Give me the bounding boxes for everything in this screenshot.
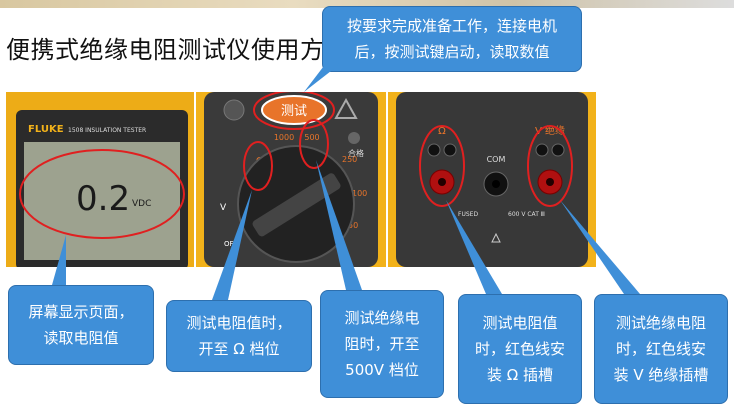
- warning-triangle-icon: [334, 97, 358, 119]
- callout-top-pointer: [304, 58, 340, 92]
- cat-label: 600 V CAT Ⅲ: [508, 211, 545, 218]
- fused-label: FUSED: [458, 211, 478, 218]
- ohm-jack-highlight: [419, 125, 465, 207]
- callout-500v-line3: 500V 档位: [345, 361, 419, 379]
- meter-reading: 0.2: [76, 179, 130, 219]
- meter-unit: VDC: [132, 199, 151, 209]
- pointer-2: [212, 190, 252, 300]
- pass-indicator: [348, 132, 360, 144]
- dial-1000: 1000: [274, 133, 294, 142]
- dial-500: 500: [304, 133, 319, 142]
- pointer-5: [560, 200, 640, 294]
- callout-top-line2: 后，按测试键启动，读取数值: [354, 43, 550, 61]
- v-jack-highlight: [527, 125, 573, 207]
- pointer-1: [52, 235, 66, 285]
- callout-ohm-range: 测试电阻值时， 开至 Ω 档位: [166, 300, 312, 372]
- dial-100: 100: [352, 189, 367, 198]
- callout-v-jack: 测试绝缘电阻 时，红色线安 装 V 绝缘插槽: [594, 294, 728, 404]
- top-image-strip: [0, 0, 734, 8]
- callout-vjack-line2: 时，红色线安: [615, 340, 706, 358]
- photo-input-jacks: Ω COM V 绝缘 FUSED 600 V CAT Ⅲ: [388, 92, 596, 267]
- photo-meter-display: FLUKE 1508 INSULATION TESTER 0.2 VDC: [6, 92, 194, 267]
- light-icon: [223, 99, 245, 121]
- test-button-label: 测试: [281, 104, 307, 119]
- dial-v-label: V: [220, 203, 227, 213]
- callout-ohmjack-line1: 测试电阻值: [482, 314, 558, 332]
- callout-ohm-line1: 测试电阻值时，: [186, 314, 292, 332]
- test-highlight-circle: [253, 92, 335, 130]
- page-title: 便携式绝缘电阻测试仪使用方法：: [6, 36, 374, 64]
- jack-com-label: COM: [487, 155, 506, 164]
- callout-500v-line2: 阻时，开至: [344, 335, 420, 353]
- callout-vjack-line1: 测试绝缘电阻: [615, 314, 706, 332]
- callout-500v-line1: 测试绝缘电: [344, 309, 420, 327]
- callout-ohmjack-line2: 时，红色线安: [474, 340, 565, 358]
- test-button: [261, 95, 327, 125]
- callout-ohm-jack: 测试电阻值 时，红色线安 装 Ω 插槽: [458, 294, 582, 404]
- callout-500v-range: 测试绝缘电 阻时，开至 500V 档位: [320, 290, 444, 398]
- callout-top: 按要求完成准备工作，连接电机 后，按测试键启动，读取数值: [322, 6, 582, 72]
- callout-top-line1: 按要求完成准备工作，连接电机: [346, 17, 557, 35]
- callout-screen-line1: 屏幕显示页面，: [28, 303, 134, 321]
- 500v-highlight-circle: [299, 119, 329, 169]
- callout-screen: 屏幕显示页面， 读取电阻值: [8, 285, 154, 365]
- dial-off-label: OFF: [224, 240, 238, 248]
- jack-ohm-label: Ω: [438, 126, 446, 137]
- callout-vjack-line3: 装 V 绝缘插槽: [613, 366, 709, 384]
- brand-label: FLUKE: [28, 124, 64, 135]
- display-highlight-circle: [19, 149, 185, 239]
- callout-screen-line2: 读取电阻值: [43, 329, 119, 347]
- warning-small-icon: [491, 232, 501, 243]
- callout-ohm-line2: 开至 Ω 档位: [198, 340, 280, 358]
- ohm-highlight-circle: [243, 141, 273, 191]
- model-label: 1508 INSULATION TESTER: [68, 127, 146, 134]
- pointer-3: [316, 160, 362, 290]
- dial-knob: [252, 173, 341, 237]
- callout-ohmjack-line3: 装 Ω 插槽: [487, 366, 553, 384]
- dial-250: 250: [342, 155, 357, 164]
- pointer-4: [446, 200, 502, 294]
- pass-label: 合格: [348, 148, 364, 158]
- dial-50: 50: [348, 221, 358, 230]
